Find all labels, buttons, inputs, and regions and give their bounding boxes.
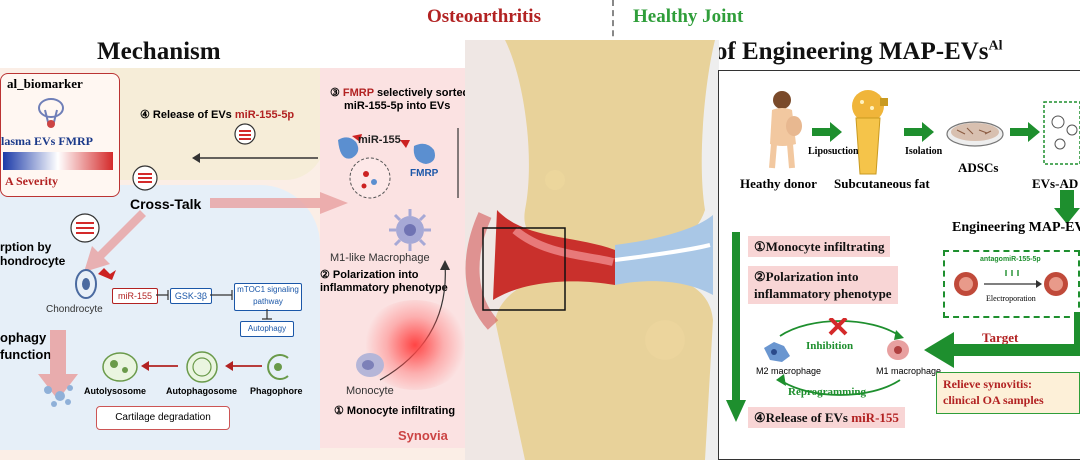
plasma-label: lasma EVs FMRP: [1, 134, 93, 148]
fmrp-label: FMRP: [410, 168, 439, 179]
severity-gradient: [3, 152, 113, 170]
left-green-bar: [732, 232, 740, 404]
chondrocyte-icon: [75, 268, 116, 299]
absorption-line2: hondrocyte: [0, 254, 66, 268]
node-gsk3b: GSK-3β: [170, 288, 212, 304]
fat-tube-icon: [852, 90, 888, 175]
isolation-label: Isolation: [905, 146, 943, 157]
engineering-label: Engineering MAP-EV: [952, 220, 1080, 235]
macrophage-cycle: [764, 318, 909, 396]
electroporation-label: Electroporation: [986, 294, 1036, 303]
chondrocyte-label: Chondrocyte: [46, 304, 103, 315]
therapy-step1: ①Monocyte infiltrating: [748, 236, 891, 257]
ev-icon-top: [234, 123, 256, 145]
subcutaneous-label: Subcutaneous fat: [834, 176, 930, 191]
autolysosome-label: Autolysosome: [84, 386, 147, 396]
left-green-arrowhead: [726, 400, 746, 422]
antagomir-label: antagomiR-155-5p: [980, 256, 1041, 263]
severity-label: A Severity: [5, 174, 58, 188]
cartilage-region: [110, 68, 325, 180]
donor-label: Heathy donor: [740, 176, 817, 191]
arrow-to-autophagosome: [225, 361, 262, 371]
m1-macrophage-label: M1-like Macrophage: [330, 252, 430, 264]
uterus-icon: [38, 98, 64, 128]
fmrp-step-line1: ③ FMRP selectively sorted: [330, 87, 470, 99]
debris-icon: [44, 385, 73, 407]
electroporation-box: [943, 250, 1080, 318]
absorption-line1: rption by: [0, 240, 52, 254]
liposuction-label: Liposuction: [808, 146, 859, 157]
ev-icon-mid: [132, 165, 158, 191]
arrow-left-top: [192, 153, 318, 163]
phagophore-label: Phagophore: [250, 386, 303, 396]
arrow-to-autolysosome: [141, 361, 178, 371]
autolysosome-icon: [102, 352, 138, 382]
inhibit-line-3: [262, 309, 272, 320]
donor-icon: [769, 91, 802, 169]
crosstalk-label: Cross-Talk: [130, 196, 202, 212]
autophagosome-icon: [186, 351, 218, 383]
autophagy-line1: ophagy: [0, 330, 47, 345]
target-label: Target: [982, 330, 1019, 345]
fmrp-sorting-graphic: [338, 128, 459, 199]
evs-dish-icon: [1043, 101, 1080, 165]
adscs-label: ADSCs: [958, 160, 999, 175]
inhibit-line-2: [210, 290, 233, 300]
node-autophagy: Autophagy: [240, 321, 294, 337]
monocyte-icon: [356, 353, 384, 377]
osteoarthritis-header: Osteoarthritis: [427, 6, 541, 27]
healthy-joint-header: Healthy Joint: [633, 6, 744, 27]
therapy-step4: ④Release of EVs miR-155: [748, 407, 905, 428]
m2-label: M2 macrophage: [756, 366, 822, 376]
m1-label: M1 macrophage: [876, 366, 942, 376]
node-mir155: miR-155: [112, 288, 158, 304]
biomarker-title: al_biomarker: [7, 76, 83, 91]
fmrp-step-line2: miR-155-5p into EVs: [344, 100, 451, 112]
autophagy-line2: function: [0, 347, 52, 362]
arrow-evs: [1010, 122, 1040, 142]
knee-joint-illustration: [465, 40, 719, 460]
arrow-liposuction: [812, 122, 842, 142]
petri-dish-icon: [946, 121, 1004, 147]
cartilage-degradation-box: Cartilage degradation: [96, 406, 230, 430]
monocyte-step: ① Monocyte infiltrating: [334, 405, 456, 417]
autophagy-down-arrow: [38, 330, 78, 400]
monocyte-label: Monocyte: [346, 385, 394, 397]
inflammation-glow: [360, 300, 470, 390]
arrow-isolation: [904, 122, 934, 142]
ev-icon-left: [70, 213, 100, 243]
crosstalk-arrow: [210, 192, 348, 214]
electroporation-graphic: [954, 270, 1068, 296]
release-step: ④ Release of EVs miR-155-5p: [140, 109, 295, 121]
autophagosome-label: Autophagosome: [166, 386, 237, 396]
synovia-label: Synovia: [398, 428, 448, 443]
inhibition-label: Inhibition: [806, 340, 854, 352]
phagophore-icon: [267, 354, 289, 380]
reprogramming-label: Reprogramming: [788, 386, 867, 398]
evs-ad-label: EVs-AD: [1032, 176, 1079, 191]
polarization-line1: ② Polarization into: [320, 269, 419, 281]
mir155-label-right: miR-155: [358, 134, 401, 146]
target-arrow: [924, 312, 1080, 368]
mechanism-title: Mechanism: [97, 38, 221, 65]
arrow-down-engineering: [1054, 190, 1080, 224]
polarization-line2: inflammatory phenotype: [320, 282, 448, 294]
inhibit-line-1: [156, 290, 169, 300]
crosstalk-arrow-down: [84, 210, 146, 272]
biomarker-box: al_biomarker lasma EVs FMRP A Severity: [0, 73, 120, 197]
relieve-box: Relieve synovitis:clinical OA samples: [936, 372, 1080, 414]
m1-macrophage-icon: [389, 209, 431, 251]
